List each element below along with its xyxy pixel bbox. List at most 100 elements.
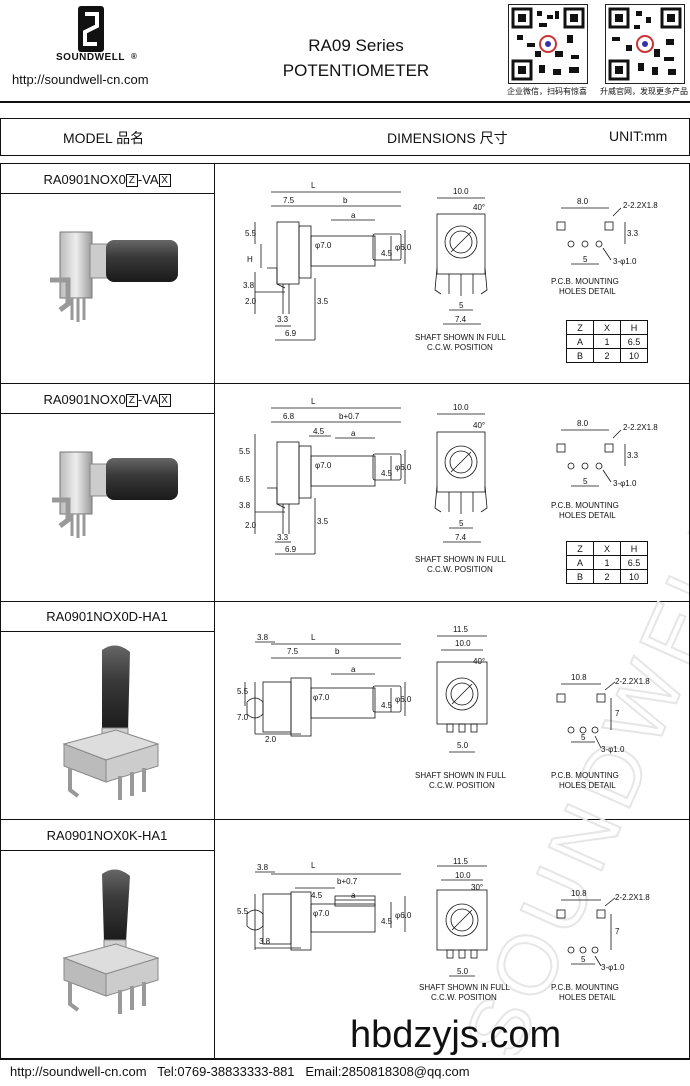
- svg-text:SHAFT SHOWN IN FULL: SHAFT SHOWN IN FULL: [419, 983, 511, 992]
- product-image-row1: [50, 231, 178, 322]
- svg-text:φ7.0: φ7.0: [315, 241, 332, 250]
- svg-text:a: a: [351, 891, 356, 900]
- qr-code-wechat: [508, 4, 588, 84]
- svg-text:C.C.W. POSITION: C.C.W. POSITION: [429, 781, 495, 790]
- model-label-divider: [0, 413, 214, 414]
- svg-text:11.5: 11.5: [453, 857, 469, 866]
- svg-text:SHAFT SHOWN IN FULL: SHAFT SHOWN IN FULL: [415, 333, 507, 342]
- qr-caption-wechat: 企业微信，扫码有惊喜: [507, 87, 587, 96]
- footer-email[interactable]: Email:2850818308@qq.com: [305, 1064, 470, 1079]
- svg-text:3.8: 3.8: [257, 633, 269, 642]
- footer-contact: http://soundwell-cn.com Tel:0769-3883333…: [10, 1064, 470, 1079]
- footer-url[interactable]: http://soundwell-cn.com: [10, 1064, 147, 1079]
- row-divider: [0, 819, 689, 820]
- svg-text:3.5: 3.5: [317, 297, 329, 306]
- table-header: MODEL 品名 DIMENSIONS 尺寸 UNIT:mm: [0, 118, 690, 156]
- svg-text:5: 5: [459, 301, 464, 310]
- svg-text:7.4: 7.4: [455, 533, 467, 542]
- svg-text:φ7.0: φ7.0: [313, 693, 330, 702]
- svg-text:7: 7: [615, 709, 620, 718]
- svg-text:5: 5: [583, 255, 588, 264]
- svg-text:HOLES DETAIL: HOLES DETAIL: [559, 781, 616, 790]
- svg-text:4.5: 4.5: [311, 891, 323, 900]
- column-divider: [214, 163, 215, 1059]
- svg-text:5: 5: [581, 733, 586, 742]
- svg-text:10.0: 10.0: [453, 403, 469, 412]
- svg-text:5.5: 5.5: [237, 907, 249, 916]
- svg-text:6.5: 6.5: [239, 475, 251, 484]
- svg-text:2.0: 2.0: [265, 735, 277, 744]
- footer-divider: [0, 1058, 690, 1060]
- svg-text:φ6.0: φ6.0: [395, 243, 412, 252]
- svg-text:a: a: [351, 429, 356, 438]
- svg-text:7: 7: [615, 927, 620, 936]
- svg-text:5.0: 5.0: [457, 741, 469, 750]
- svg-text:3.3: 3.3: [277, 315, 289, 324]
- svg-text:10.0: 10.0: [453, 187, 469, 196]
- svg-text:8.0: 8.0: [577, 419, 589, 428]
- product-image-row2: [52, 451, 178, 538]
- row-divider: [0, 601, 689, 602]
- svg-text:3-φ1.0: 3-φ1.0: [613, 257, 637, 266]
- dimensions-column-header: DIMENSIONS 尺寸: [387, 130, 508, 146]
- svg-text:10.8: 10.8: [571, 889, 587, 898]
- svg-text:30°: 30°: [471, 883, 483, 892]
- product-image-row3: [62, 645, 160, 800]
- svg-text:3-φ1.0: 3-φ1.0: [613, 479, 637, 488]
- svg-text:C.C.W. POSITION: C.C.W. POSITION: [427, 343, 493, 352]
- svg-text:8.0: 8.0: [577, 197, 589, 206]
- svg-text:L: L: [311, 181, 316, 190]
- svg-text:b: b: [343, 196, 348, 205]
- qr-code-website: [605, 4, 685, 84]
- svg-text:2-2.2X1.8: 2-2.2X1.8: [623, 423, 658, 432]
- header-divider: [0, 101, 690, 103]
- model-name-row4: RA0901NOX0K-HA1: [46, 828, 168, 843]
- svg-text:HOLES DETAIL: HOLES DETAIL: [559, 287, 616, 296]
- page-title-product: POTENTIOMETER: [282, 61, 430, 80]
- svg-text:6.9: 6.9: [285, 329, 297, 338]
- svg-text:3.8: 3.8: [259, 937, 271, 946]
- header-url[interactable]: http://soundwell-cn.com: [12, 72, 149, 87]
- svg-text:3.5: 3.5: [317, 517, 329, 526]
- svg-text:3.8: 3.8: [239, 501, 251, 510]
- svg-text:5.5: 5.5: [245, 229, 257, 238]
- svg-text:4.5: 4.5: [381, 469, 393, 478]
- svg-text:3.8: 3.8: [257, 863, 269, 872]
- svg-text:6.9: 6.9: [285, 545, 297, 554]
- svg-text:3-φ1.0: 3-φ1.0: [601, 745, 625, 754]
- svg-text:40°: 40°: [473, 203, 485, 212]
- site-watermark: hbdzyjs.com: [350, 1014, 562, 1056]
- svg-text:L: L: [311, 397, 316, 406]
- svg-text:6.8: 6.8: [283, 412, 295, 421]
- qr-caption-website: 升威官网，发现更多产品: [600, 87, 688, 96]
- footer-tel: Tel:0769-38833333-881: [157, 1064, 295, 1079]
- model-name-row3: RA0901NOX0D-HA1: [46, 609, 168, 624]
- svg-text:5.0: 5.0: [457, 967, 469, 976]
- svg-text:b+0.7: b+0.7: [339, 412, 360, 421]
- svg-text:H: H: [247, 255, 253, 264]
- svg-text:5: 5: [581, 955, 586, 964]
- svg-text:SHAFT SHOWN IN FULL: SHAFT SHOWN IN FULL: [415, 771, 507, 780]
- svg-text:a: a: [351, 211, 356, 220]
- svg-text:5: 5: [459, 519, 464, 528]
- model-label-divider: [0, 631, 214, 632]
- svg-text:4.5: 4.5: [381, 249, 393, 258]
- svg-text:C.C.W. POSITION: C.C.W. POSITION: [427, 565, 493, 574]
- svg-text:SHAFT SHOWN IN FULL: SHAFT SHOWN IN FULL: [415, 555, 507, 564]
- svg-text:P.C.B. MOUNTING: P.C.B. MOUNTING: [551, 983, 619, 992]
- model-label-divider: [0, 193, 214, 194]
- svg-text:5.5: 5.5: [239, 447, 251, 456]
- svg-text:2-2.2X1.8: 2-2.2X1.8: [615, 893, 650, 902]
- svg-text:3.3: 3.3: [277, 533, 289, 542]
- svg-text:7.5: 7.5: [287, 647, 299, 656]
- svg-text:L: L: [311, 633, 316, 642]
- svg-text:3-φ1.0: 3-φ1.0: [601, 963, 625, 972]
- svg-text:3.8: 3.8: [243, 281, 255, 290]
- row-divider: [0, 383, 689, 384]
- svg-text:φ6.0: φ6.0: [395, 695, 412, 704]
